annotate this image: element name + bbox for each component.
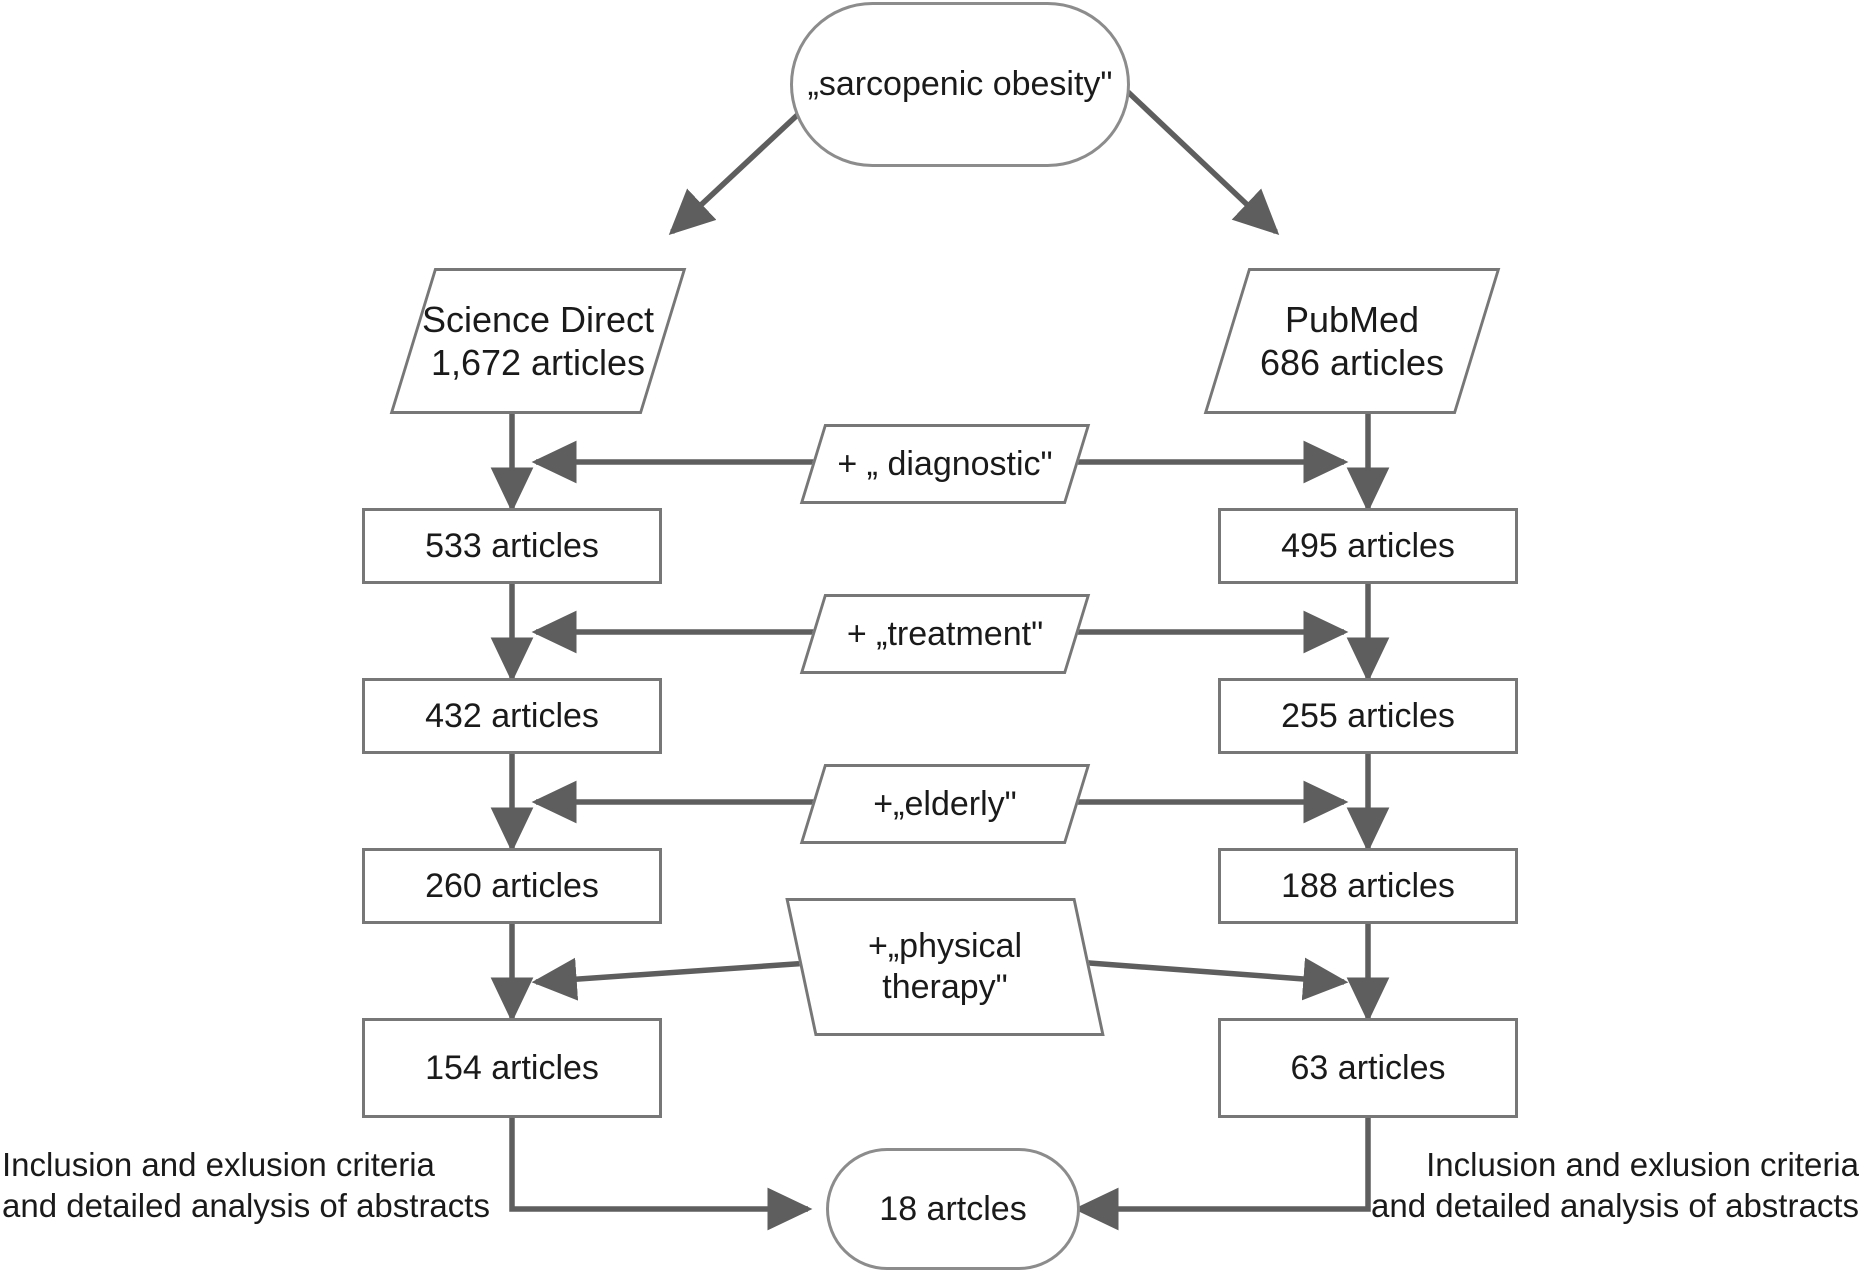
node-left-154[interactable]: 154 articles: [362, 1018, 662, 1118]
node-source-pubmed-label: PubMed 686 articles: [1259, 298, 1445, 383]
node-right-63[interactable]: 63 articles: [1218, 1018, 1518, 1118]
edge-filter4-right: [1075, 957, 1349, 1001]
edge-left-to-result: [509, 1118, 813, 1231]
edge-right-to-result: [1073, 1118, 1371, 1231]
node-right-495-label: 495 articles: [1281, 526, 1455, 565]
node-left-432-label: 432 articles: [425, 696, 599, 735]
node-root-label: „sarcopenic obesity": [807, 65, 1113, 104]
node-left-154-label: 154 articles: [425, 1048, 599, 1087]
node-left-533[interactable]: 533 articles: [362, 508, 662, 584]
node-filter-diagnostic-label: + „ diagnostic": [837, 444, 1053, 483]
caption-left: Inclusion and exlusion criteria and deta…: [2, 1146, 490, 1225]
node-right-188-label: 188 articles: [1281, 866, 1455, 905]
node-root-sarcopenic-obesity[interactable]: „sarcopenic obesity": [790, 2, 1130, 167]
node-filter-elderly-label: +„elderly": [873, 784, 1017, 823]
node-source-pubmed[interactable]: PubMed 686 articles: [1203, 268, 1501, 414]
edge-root-to-pubmed: [1126, 90, 1280, 236]
node-left-260[interactable]: 260 articles: [362, 848, 662, 924]
node-right-255[interactable]: 255 articles: [1218, 678, 1518, 754]
node-filter-treatment[interactable]: + „treatment": [799, 594, 1091, 674]
node-result-label: 18 artcles: [879, 1189, 1027, 1228]
node-right-188[interactable]: 188 articles: [1218, 848, 1518, 924]
node-filter-physical-therapy-label: +„physical therapy": [867, 927, 1022, 1006]
node-right-495[interactable]: 495 articles: [1218, 508, 1518, 584]
node-result-18-articles[interactable]: 18 artcles: [826, 1148, 1080, 1270]
node-right-63-label: 63 articles: [1290, 1048, 1446, 1087]
node-left-533-label: 533 articles: [425, 526, 599, 565]
node-filter-treatment-label: + „treatment": [846, 614, 1044, 653]
caption-right: Inclusion and exlusion criteria and deta…: [1371, 1146, 1859, 1225]
node-left-432[interactable]: 432 articles: [362, 678, 662, 754]
edge-filter4-left: [531, 957, 825, 1001]
node-right-255-label: 255 articles: [1281, 696, 1455, 735]
node-left-260-label: 260 articles: [425, 866, 599, 905]
node-filter-elderly[interactable]: +„elderly": [799, 764, 1091, 844]
node-source-science-direct-label: Science Direct 1,672 articles: [421, 298, 655, 383]
node-filter-diagnostic[interactable]: + „ diagnostic": [799, 424, 1091, 504]
node-filter-physical-therapy[interactable]: +„physical therapy": [785, 898, 1105, 1036]
node-source-science-direct[interactable]: Science Direct 1,672 articles: [389, 268, 687, 414]
